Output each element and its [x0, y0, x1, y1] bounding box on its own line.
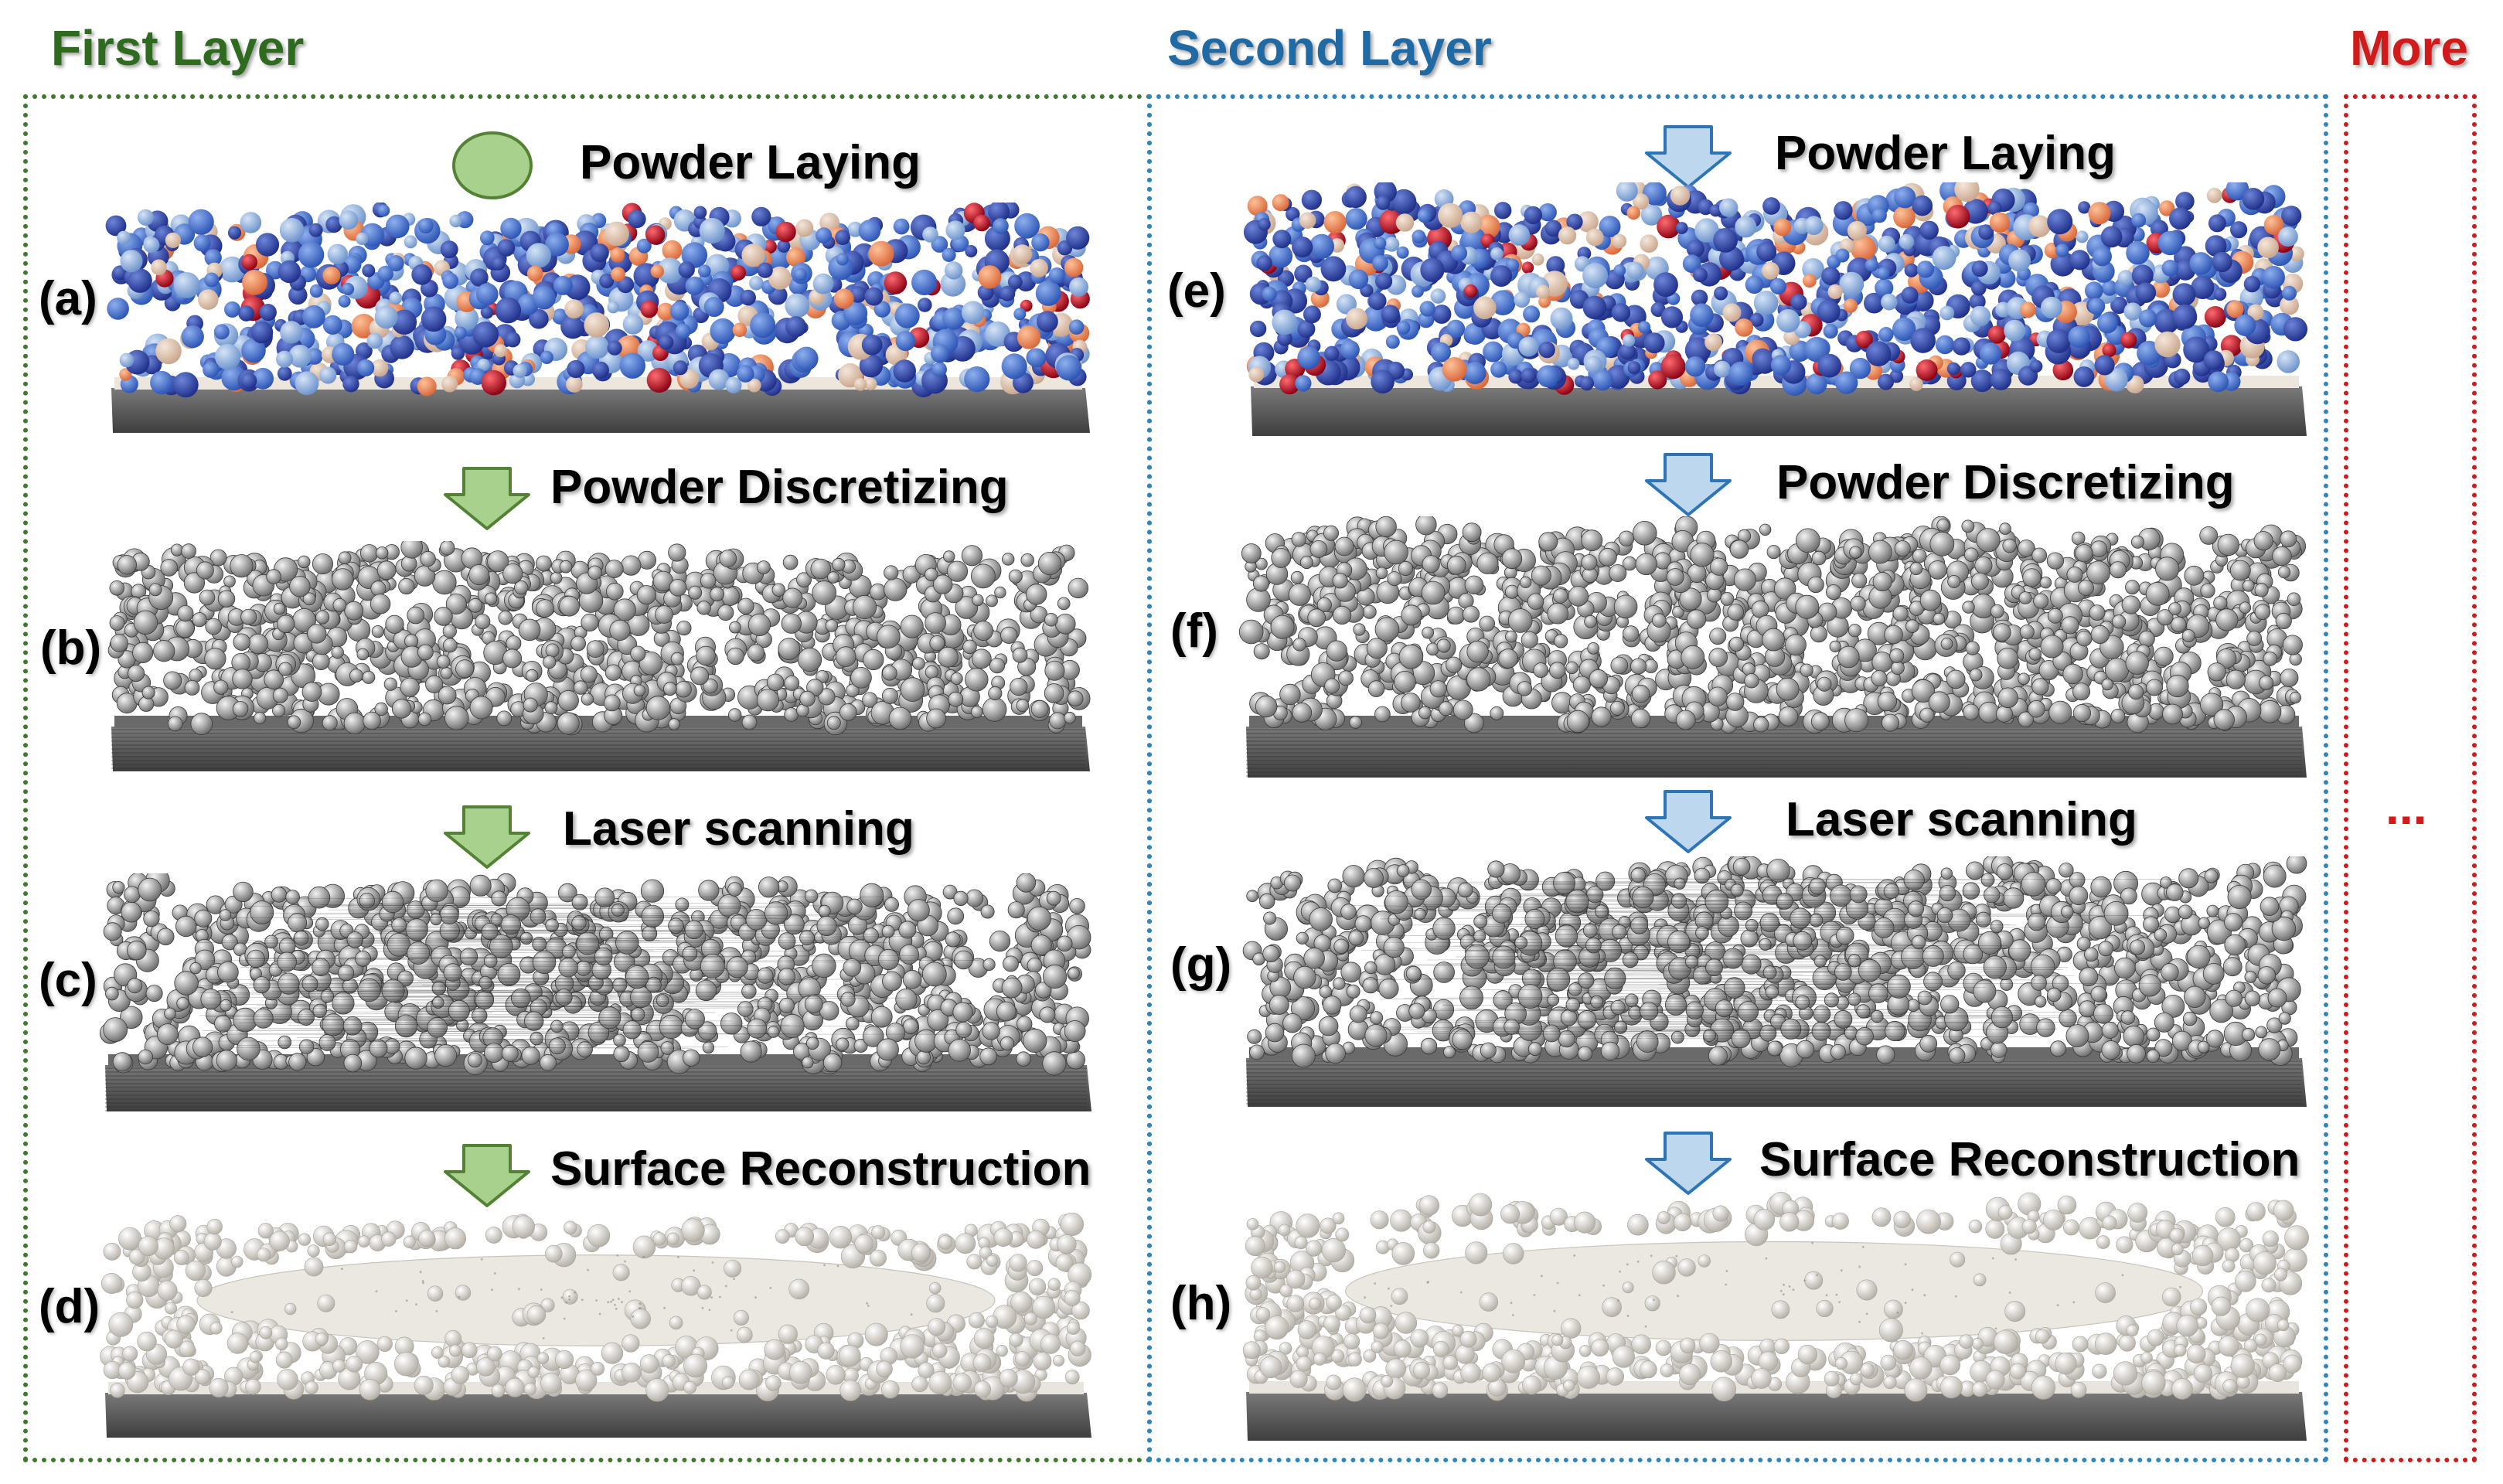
blue-down-arrow-icon	[1645, 1132, 1732, 1195]
step-label-powder-laying-2: Powder Laying	[1775, 127, 2116, 180]
more-ellipsis: ...	[2386, 779, 2427, 835]
blue-down-arrow-icon	[1645, 125, 1732, 189]
discretized-panel-b	[104, 541, 1093, 773]
step-label-laser-scanning-2: Laser scanning	[1786, 793, 2137, 846]
second-layer-box	[1147, 94, 2328, 1462]
panel-label-a: (a)	[39, 272, 97, 325]
green-down-arrow-icon	[444, 805, 530, 869]
scanned-panel-g	[1238, 856, 2310, 1108]
second-layer-title: Second Layer	[1167, 20, 1492, 76]
powder-bed-panel-e	[1243, 182, 2310, 437]
more-box	[2344, 94, 2477, 1462]
step-label-powder-laying-1: Powder Laying	[580, 136, 921, 189]
scanned-panel-c	[97, 873, 1095, 1113]
step-label-surface-reconstruction-1: Surface Reconstruction	[550, 1142, 1091, 1196]
panel-label-d: (d)	[39, 1280, 100, 1333]
discretized-panel-f	[1238, 516, 2310, 779]
more-title: More	[2350, 20, 2468, 76]
reconstructed-panel-h	[1238, 1190, 2310, 1442]
step-label-powder-discretizing-2: Powder Discretizing	[1776, 456, 2235, 509]
blue-down-arrow-icon	[1645, 790, 1732, 853]
green-circle-icon	[452, 131, 533, 199]
panel-label-b: (b)	[40, 621, 102, 675]
panel-label-h: (h)	[1170, 1277, 1232, 1330]
first-layer-title: First Layer	[51, 20, 305, 76]
powder-bed-panel-a	[104, 203, 1093, 434]
green-down-arrow-icon	[444, 467, 530, 530]
step-label-surface-reconstruction-2: Surface Reconstruction	[1759, 1133, 2300, 1186]
panel-label-e: (e)	[1167, 264, 1226, 318]
step-label-laser-scanning-1: Laser scanning	[563, 802, 914, 856]
blue-down-arrow-icon	[1645, 453, 1732, 516]
panel-label-c: (c)	[39, 954, 97, 1007]
panel-label-f: (f)	[1170, 604, 1218, 658]
reconstructed-panel-d	[97, 1207, 1095, 1439]
panel-label-g: (g)	[1170, 938, 1232, 992]
step-label-powder-discretizing-1: Powder Discretizing	[550, 461, 1009, 514]
green-down-arrow-icon	[444, 1144, 530, 1207]
